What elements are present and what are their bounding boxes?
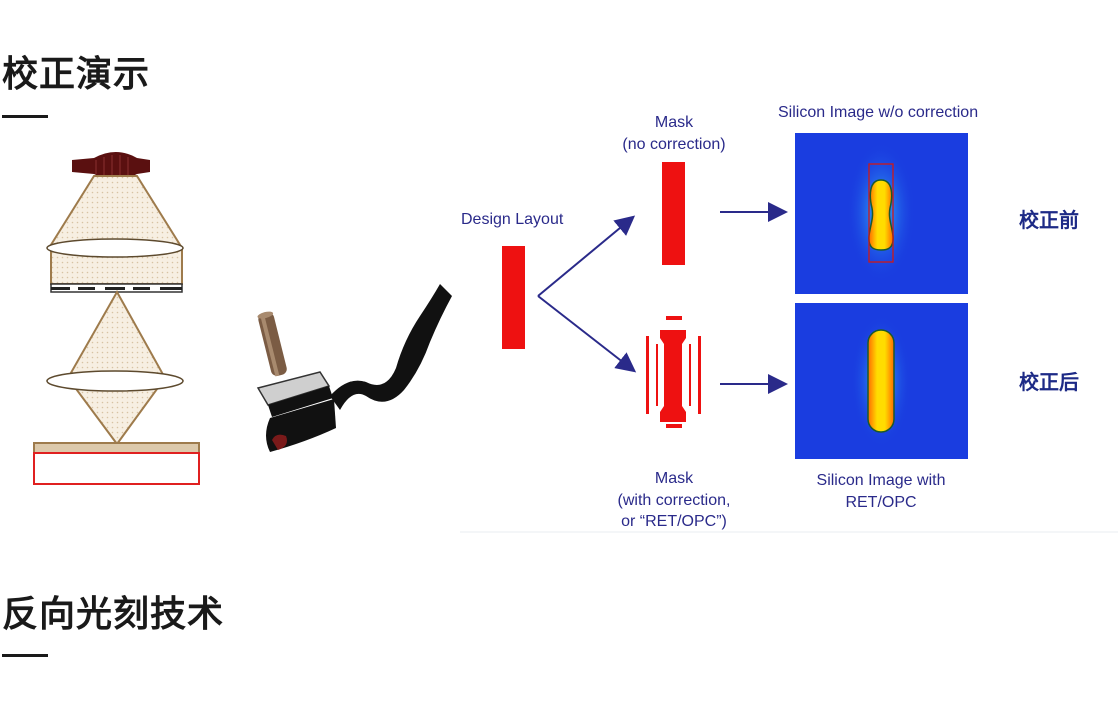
reticle-icon [50,283,183,293]
section-title-demo: 校正演示 [2,54,151,95]
mask-uncorrected-shape [662,162,685,265]
mask-corrected-label-line3: or “RET/OPC”) [621,513,727,531]
section-divider-2 [2,654,48,657]
projection-lens-icon [46,370,184,392]
mask-corrected-label: Mask (with correction, or “RET/OPC”) [612,468,736,533]
condenser-lens-icon [46,238,184,285]
design-layout-label: Design Layout [461,211,564,228]
after-correction-label: 校正后 [1019,370,1079,394]
section-title-inverse-lithography: 反向光刻技术 [2,594,225,635]
mask-uncorrected-label-line2: (no correction) [622,135,726,153]
section-divider [2,115,48,118]
wafer-icon [33,442,200,485]
silicon-image-uncorrected [795,133,968,294]
mask-corrected-label-line2: (with correction, [617,491,731,509]
mask-uncorrected-label: Mask (no correction) [617,112,731,155]
illumination-cone-upper [47,175,184,249]
brush-icon [256,284,452,452]
arrow-to-mask-bottom [537,295,637,373]
mask-corrected-shape [646,316,701,428]
silicon-corrected-label-line2: RET/OPC [845,493,917,511]
light-source-icon [72,152,150,180]
arrow-to-mask-top [537,215,636,297]
silicon-image-corrected [795,303,968,459]
illumination-cone-lower [66,289,167,446]
mask-uncorrected-label-line1: Mask [654,114,694,131]
silicon-corrected-label: Silicon Image with RET/OPC [805,470,957,513]
design-layout-shape [502,246,525,349]
silicon-corrected-label-line1: Silicon Image with [816,472,946,489]
mask-corrected-label-line1: Mask [654,470,694,487]
before-correction-label: 校正前 [1019,208,1079,232]
silicon-uncorrected-label: Silicon Image w/o correction [778,104,979,121]
